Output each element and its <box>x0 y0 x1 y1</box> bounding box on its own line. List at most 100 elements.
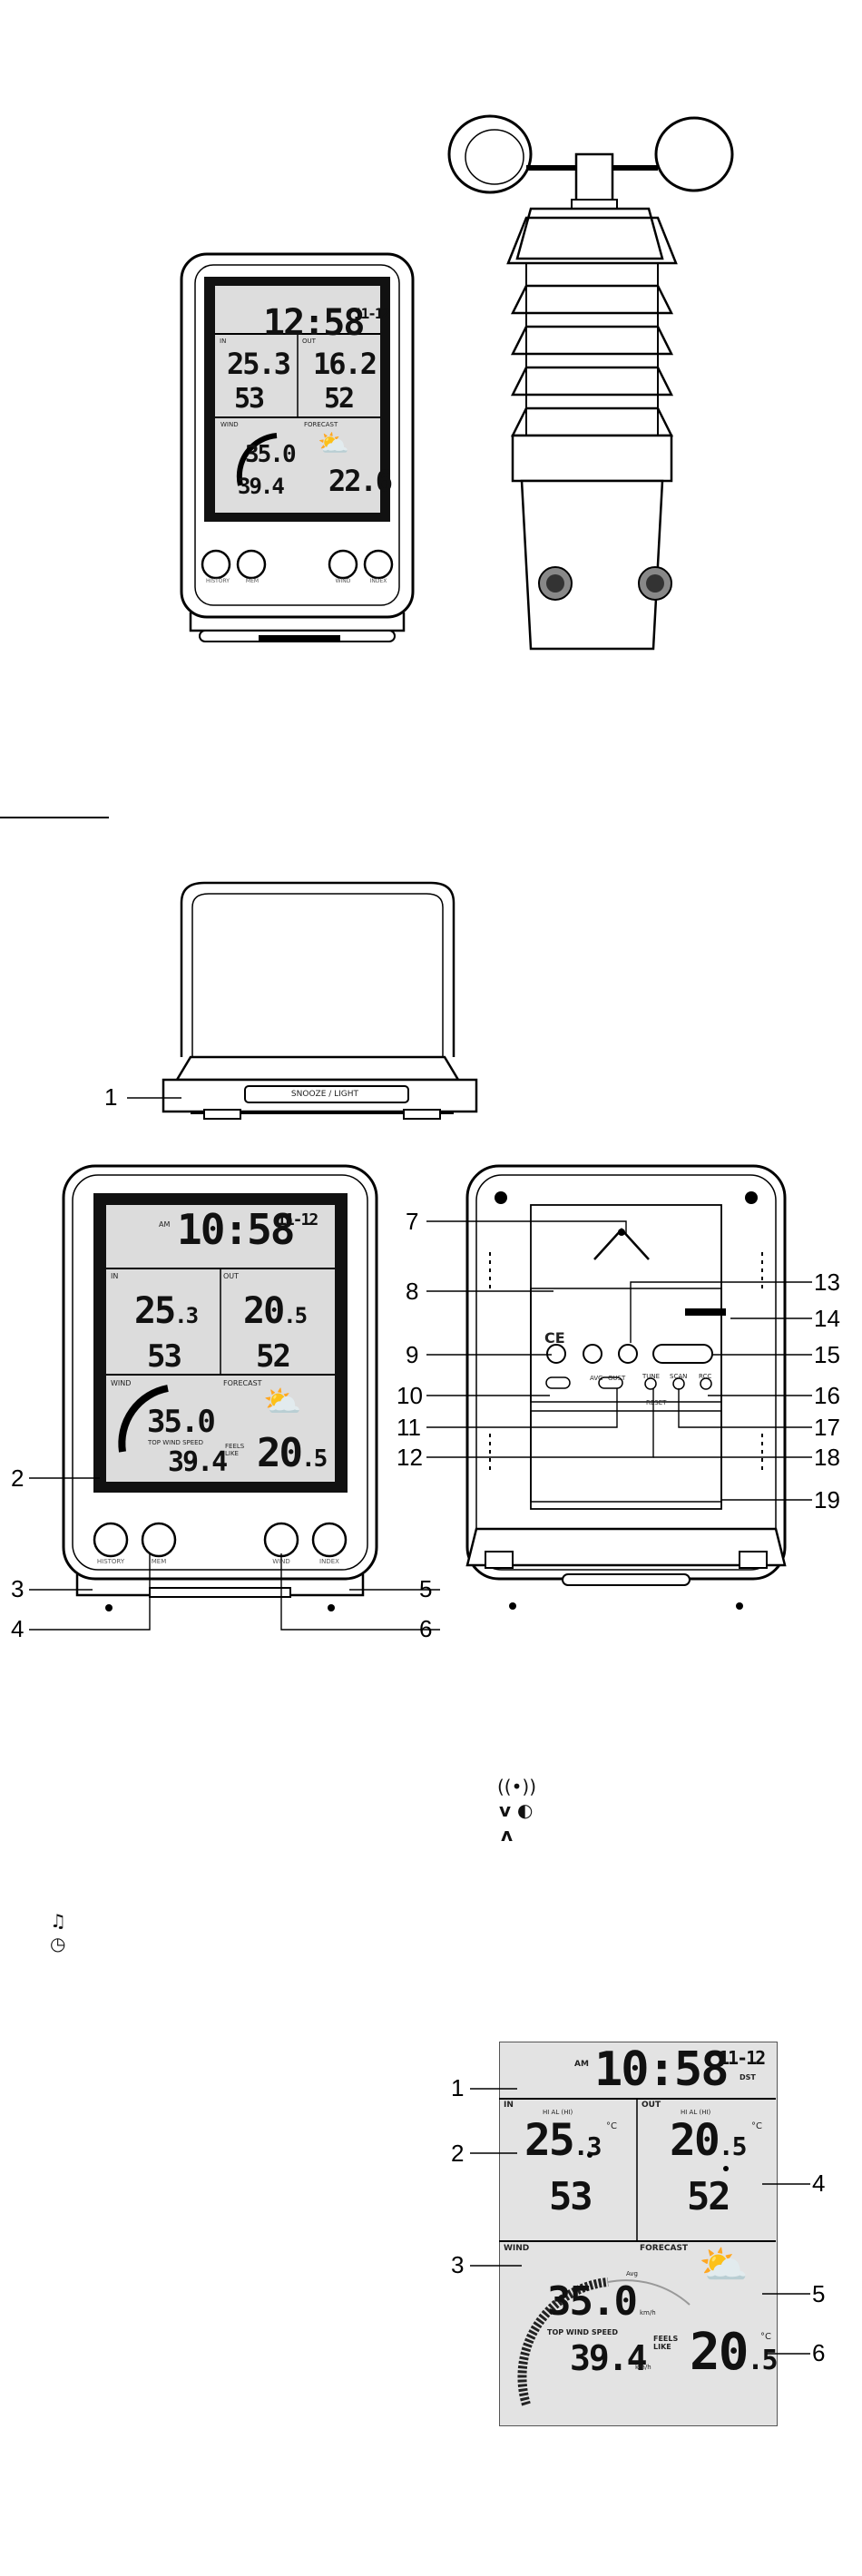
lcd-top-wind: 39.4 <box>570 2338 648 2378</box>
lcd-forecast-label: FORECAST <box>640 2244 689 2253</box>
fig1-lcd-in-hum: 53 <box>234 383 265 415</box>
back-rcc-label: RCC <box>699 1373 712 1380</box>
fig3-callout-12: 12 <box>397 1444 423 1471</box>
lcd-large-dividers <box>499 2098 776 2406</box>
fig3-lcd-feels-label: FEELS LIKE <box>225 1443 245 1457</box>
fig3-callout-10: 10 <box>397 1382 423 1409</box>
symbol-up-icon: ʌ <box>501 1824 514 1846</box>
fig1-lcd-in-label: IN <box>220 338 227 345</box>
figure-1: 12:58 11-12 IN OUT 25.3 16.2 53 52 WIND … <box>0 0 862 653</box>
fig1-lcd-time: 12:58 <box>263 302 365 344</box>
lcd-out-temp-unit: °C <box>751 2121 762 2131</box>
lcd-in-hum: 53 <box>549 2174 593 2218</box>
fig3-callout-3: 3 <box>11 1575 24 1602</box>
fig3-callout-18: 18 <box>814 1444 840 1471</box>
fig3-callout-16: 16 <box>814 1382 840 1409</box>
lcd-am: AM <box>574 2060 589 2069</box>
fig3-callout-17: 17 <box>814 1414 840 1441</box>
fig1-lcd-in-temp: 25.3 <box>227 347 291 381</box>
lcd-large-panel <box>499 2042 778 2426</box>
fig3-lcd-out-hum: 52 <box>256 1338 291 1375</box>
fig3-callout-14: 14 <box>814 1305 840 1332</box>
fig4-callout-4: 4 <box>812 2170 826 2197</box>
fig3-callout-9: 9 <box>406 1341 419 1368</box>
lcd-out-hilo: HI AL (HI) <box>681 2109 711 2116</box>
fig3-callout-6: 6 <box>419 1615 433 1642</box>
fig3-lcd-wind-label: WIND <box>111 1379 132 1387</box>
fig3-btn-index-label: INDEX <box>319 1558 339 1565</box>
fig3-lcd-out-temp: 20.5 <box>243 1290 308 1332</box>
fig3-lcd-wind-speed: 35.0 <box>147 1404 216 1440</box>
back-reset-label: RESET <box>646 1399 667 1406</box>
fig3-btn-wind-label: WIND <box>272 1558 290 1565</box>
fig1-lcd-cloud-sun-icon: ⛅ <box>318 429 349 457</box>
lcd-feels: 20.5 <box>690 2323 779 2382</box>
fig3-lcd-forecast-label: FORECAST <box>223 1379 262 1387</box>
fig3-lcd-out-label: OUT <box>223 1272 240 1280</box>
fig3-callout-19: 19 <box>814 1486 840 1513</box>
station-front-detail-illustration <box>62 1164 378 1611</box>
section-underline <box>0 817 109 818</box>
fig1-lcd-forecast-label: FORECAST <box>304 421 338 428</box>
station-back-view-illustration <box>465 1164 787 1610</box>
symbol-clock-icon: ◷ <box>50 1933 66 1954</box>
fig3-callout-4: 4 <box>11 1615 24 1642</box>
back-ce-mark: CE <box>544 1329 565 1347</box>
symbol-signal-icon: ((•)) <box>497 1776 537 1797</box>
lcd-in-temp: 25.3 <box>524 2115 602 2166</box>
fig3-lcd-in-label: IN <box>111 1272 119 1280</box>
fig3-btn-history-label: HISTORY <box>96 1558 125 1565</box>
lcd-cloud-sun-icon: ⛅ <box>699 2243 749 2287</box>
fig1-btn-index-label: INDEX <box>369 578 387 584</box>
fig1-btn-mem-label: MEM <box>245 578 260 584</box>
symbol-down-contrast-icon: v ◐ <box>499 1799 534 1821</box>
fig1-lcd-wind-label: WIND <box>220 421 239 428</box>
fig3-callout-13: 13 <box>814 1268 840 1296</box>
back-gust-label: GUST <box>608 1375 626 1382</box>
lcd-top-wind-unit: km/h <box>635 2364 651 2371</box>
fig3-callout-11: 11 <box>397 1414 421 1441</box>
fig4-callout-3: 3 <box>451 2251 465 2278</box>
fig3-callout-8: 8 <box>406 1278 419 1305</box>
fig3-callout-5: 5 <box>419 1575 433 1602</box>
fig1-lcd-top-wind: 39.4 <box>238 474 285 499</box>
symbol-alarm-bell-icon: ♫ <box>50 1910 66 1932</box>
weather-station-front-illustration <box>180 252 415 642</box>
fig3-lcd-time: 10:58 <box>177 1205 295 1254</box>
fig4-callout-1: 1 <box>451 2074 465 2101</box>
fig4-callout-5: 5 <box>812 2280 826 2307</box>
lcd-in-label: IN <box>504 2101 514 2110</box>
lcd-top-wind-label: TOP WIND SPEED <box>547 2328 619 2336</box>
fig3-callout-7: 7 <box>406 1208 419 1235</box>
lcd-avg-label: Avg <box>626 2270 638 2277</box>
lcd-in-temp-unit: °C <box>606 2121 617 2131</box>
fig3-lcd-date: 11-12 <box>277 1210 318 1229</box>
fig1-lcd-feels-like: 22.6 <box>328 464 393 498</box>
lcd-wind-speed: 35.0 <box>547 2278 638 2325</box>
fig3-lcd-am: AM <box>159 1220 171 1229</box>
fig1-lcd-out-hum: 52 <box>324 383 355 415</box>
lcd-date: 11-12 <box>719 2047 766 2069</box>
fig2-callout-1: 1 <box>104 1083 118 1111</box>
fig3-lcd-top-wind: 39.4 <box>168 1446 228 1478</box>
lcd-in-hilo: HI AL (HI) <box>543 2109 573 2116</box>
fig3-lcd-feels: 20.5 <box>257 1430 328 1476</box>
lcd-feels-label: FEELS LIKE <box>653 2335 679 2351</box>
fig3-lcd-in-temp: 25.3 <box>134 1290 199 1332</box>
lcd-dst: DST <box>740 2073 756 2081</box>
back-tune-label: TUNE <box>642 1373 661 1380</box>
fig3-callout-2: 2 <box>11 1464 24 1492</box>
lcd-time: 10:58 <box>594 2042 730 2097</box>
station-top-view-illustration <box>162 881 478 1120</box>
snooze-light-label: SNOOZE / LIGHT <box>290 1090 359 1099</box>
back-avg-label: AVG <box>590 1375 603 1382</box>
lcd-out-label: OUT <box>642 2101 661 2110</box>
back-scan-label: SCAN <box>670 1373 688 1380</box>
fig3-btn-mem-label: MEM <box>151 1558 167 1565</box>
lcd-wind-label: WIND <box>504 2244 530 2253</box>
fig4-callout-2: 2 <box>451 2140 465 2167</box>
anemometer-sensor-illustration <box>447 114 734 651</box>
fig3-lcd-cloud-sun-icon: ⛅ <box>263 1385 302 1419</box>
fig1-lcd-wind-speed: 35.0 <box>245 441 297 468</box>
fig4-callout-6: 6 <box>812 2339 826 2366</box>
